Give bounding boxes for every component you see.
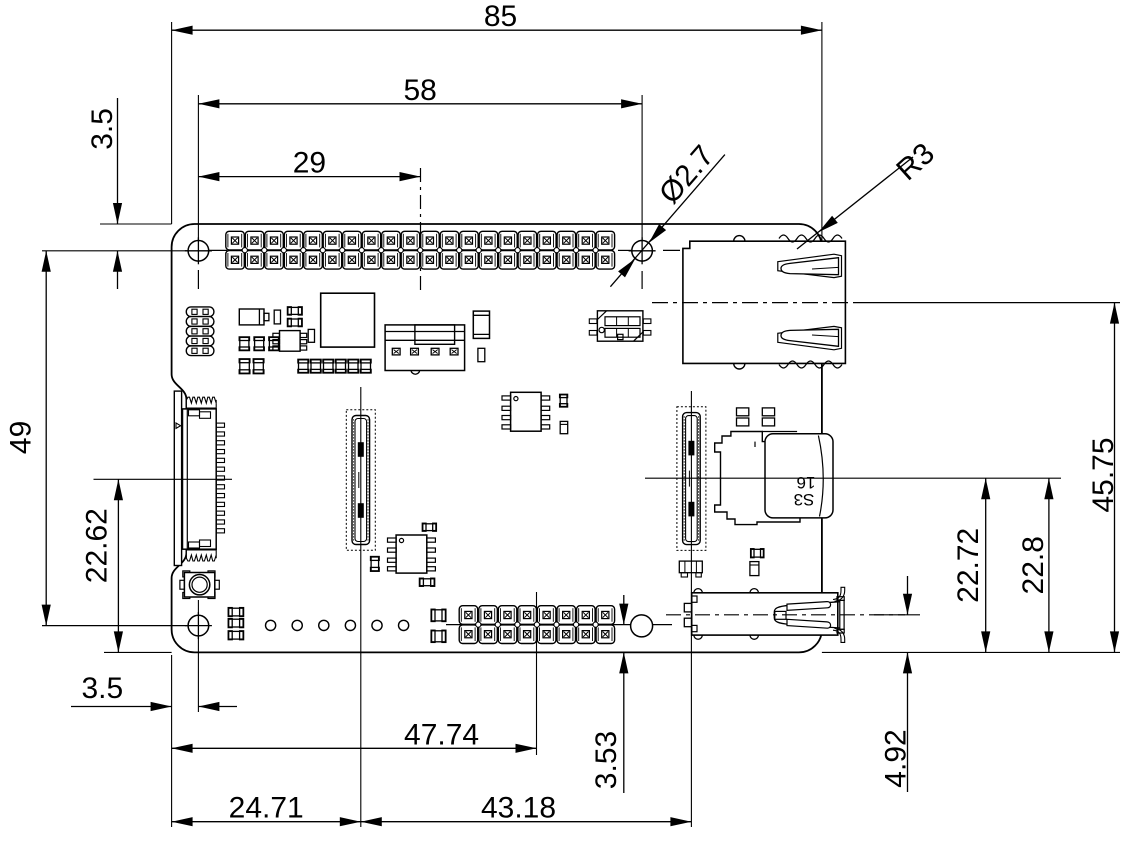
svg-text:47.74: 47.74 <box>404 718 479 751</box>
svg-text:58: 58 <box>404 74 437 107</box>
svg-text:3.53: 3.53 <box>590 731 623 789</box>
svg-text:3.5: 3.5 <box>86 108 119 150</box>
svg-text:16: 16 <box>797 473 816 492</box>
svg-text:43.18: 43.18 <box>481 792 556 825</box>
svg-text:45.75: 45.75 <box>1087 437 1120 512</box>
svg-text:49: 49 <box>5 421 38 454</box>
svg-text:22.72: 22.72 <box>952 528 985 603</box>
svg-text:22.8: 22.8 <box>1017 536 1050 594</box>
svg-text:3.5: 3.5 <box>81 672 123 705</box>
svg-text:24.71: 24.71 <box>229 792 304 825</box>
svg-text:85: 85 <box>484 0 517 33</box>
svg-text:29: 29 <box>293 147 326 180</box>
svg-text:S3: S3 <box>794 490 815 509</box>
svg-text:4.92: 4.92 <box>879 729 912 787</box>
svg-text:22.62: 22.62 <box>81 508 114 583</box>
